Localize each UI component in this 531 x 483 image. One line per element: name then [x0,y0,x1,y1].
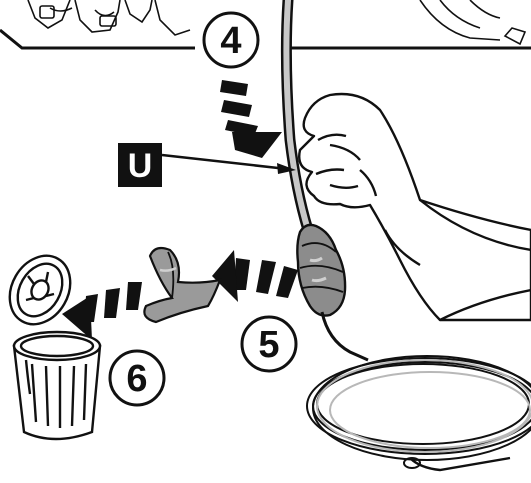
left-arrow-step6 [62,282,142,340]
left-arrow-step5 [212,250,298,302]
trash-bin [0,245,100,439]
step-4-number: 4 [220,20,241,62]
engine-wiring-sketch [28,0,525,44]
step-6-number: 6 [126,358,147,400]
down-arrow [220,80,282,158]
callout-u: U [118,143,296,187]
sensor-tape-wrap [297,225,345,316]
step-4-badge: 4 [204,13,258,67]
cable-tail [322,312,368,360]
callout-u-letter: U [128,147,153,185]
step-6-badge: 6 [110,351,164,405]
coiled-cable [307,356,531,470]
removed-tape [144,248,220,322]
probe-cable [286,0,308,230]
step-5-number: 5 [258,324,279,366]
step-5-badge: 5 [242,317,296,371]
inset-panel [0,0,531,48]
